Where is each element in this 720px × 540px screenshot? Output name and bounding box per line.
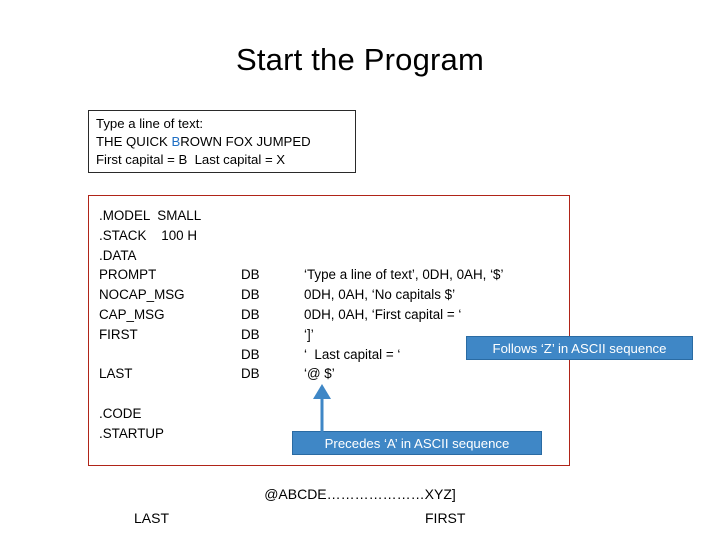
code-label: .DATA [99,247,137,263]
code-value: ‘@ $’ [304,366,335,382]
console-line-2: THE QUICK BROWN FOX JUMPED [96,133,350,151]
ascii-label-first: FIRST [425,510,466,526]
code-value: 0DH, 0AH, ‘First capital = ‘ [304,307,462,322]
console-line-1: Type a line of text: [96,116,204,131]
code-label: NOCAP_MSG [99,287,185,303]
code-value: ‘Type a line of text’, 0DH, 0AH, ‘$’ [304,267,504,283]
code-label: .MODEL SMALL [99,208,202,223]
console-line-2-text: THE QUICK BROWN FOX JUMPED [96,134,311,149]
callout-follows-z: Follows ‘Z’ in ASCII sequence [466,336,693,360]
code-directive: DB [241,346,260,362]
code-label: FIRST [99,326,138,342]
callout-precedes-a: Precedes ‘A’ in ASCII sequence [292,431,542,455]
code-directive: DB [241,267,260,283]
code-value: 0DH, 0AH, ‘No capitals $’ [304,287,456,303]
code-value: ‘ Last capital = ‘ [304,346,401,362]
ascii-sequence: @ABCDE…………………XYZ] [264,486,456,502]
arrow-up-icon [313,384,331,434]
console-line-3: First capital = B Last capital = X [96,152,286,167]
code-value: ‘]’ [304,326,314,342]
code-listing-box: .MODEL SMALL .STACK 100 H .DATA PROMPT DB ‘Ty… [88,195,570,466]
code-label: .STARTUP [99,425,164,441]
code-directive: DB [241,326,260,342]
code-label: CAP_MSG [99,307,165,322]
code-label: PROMPT [99,267,157,283]
console-output-box: Type a line of text: THE QUICK BROWN FOX… [88,110,356,173]
ascii-label-last: LAST [134,510,170,526]
code-label: .STACK 100 H [99,227,197,243]
page-title: Start the Program [235,42,485,77]
code-label: .CODE [99,406,142,421]
code-directive: DB [241,307,260,322]
code-label: LAST [99,366,133,382]
code-directive: DB [241,366,260,382]
code-directive: DB [241,287,260,303]
